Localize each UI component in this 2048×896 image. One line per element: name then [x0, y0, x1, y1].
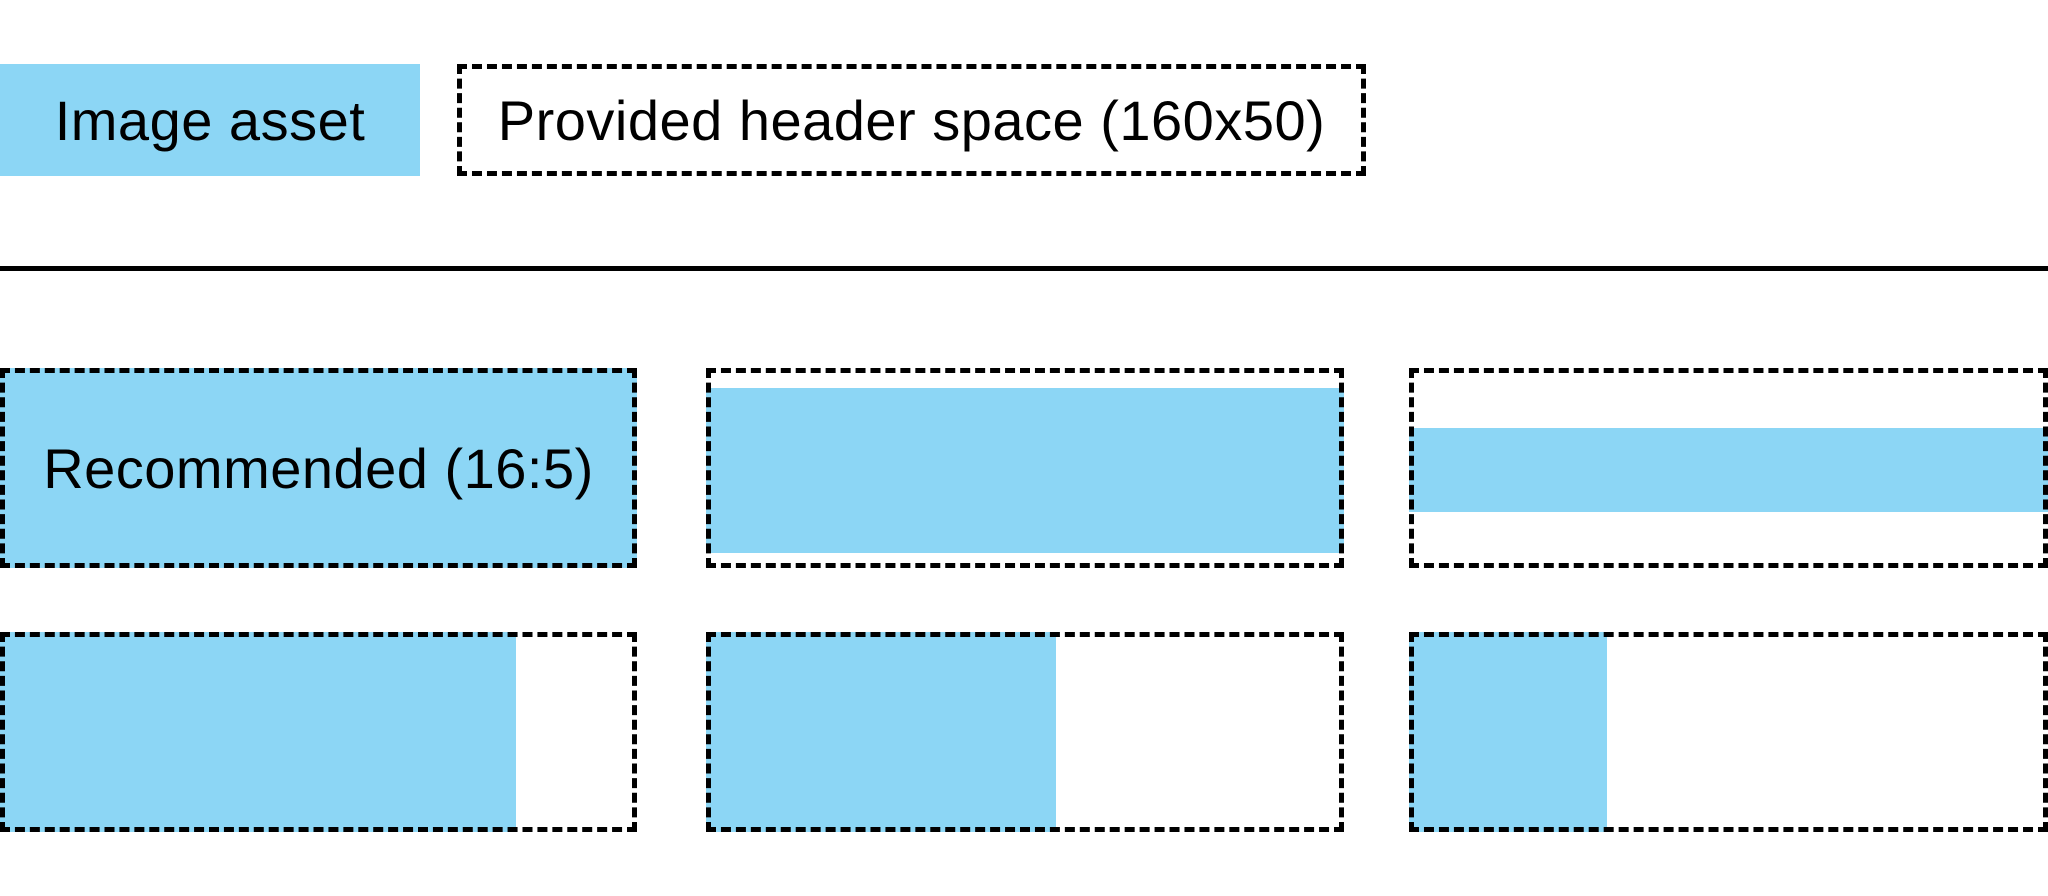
image-asset-fill	[1409, 428, 2048, 512]
recommended-label: Recommended (16:5)	[43, 436, 594, 500]
example-wide-asset-fit-width	[706, 368, 1344, 568]
image-asset-fill	[0, 368, 637, 568]
legend-header-space-label: Provided header space (160x50)	[497, 88, 1326, 152]
dashed-outline	[0, 632, 637, 832]
example-narrow-asset-fit-height-medium	[706, 632, 1344, 832]
image-asset-fill	[706, 388, 1344, 553]
example-recommended-16-5: Recommended (16:5)	[0, 368, 637, 568]
dashed-outline	[706, 632, 1344, 832]
example-wider-asset-fit-width	[1409, 368, 2048, 568]
example-narrow-asset-fit-height-large	[0, 632, 637, 832]
dashed-outline	[706, 368, 1344, 568]
legend-image-asset-label: Image asset	[54, 88, 366, 152]
legend-header-space-box: Provided header space (160x50)	[457, 64, 1366, 176]
legend-image-asset-swatch: Image asset	[0, 64, 420, 176]
dashed-outline	[1409, 368, 2048, 568]
image-asset-fill	[0, 632, 516, 832]
divider-line	[0, 266, 2048, 271]
image-asset-fill	[706, 632, 1056, 832]
example-narrow-asset-fit-height-small	[1409, 632, 2048, 832]
image-asset-fill	[1409, 632, 1607, 832]
dashed-outline	[1409, 632, 2048, 832]
dashed-outline	[0, 368, 637, 568]
